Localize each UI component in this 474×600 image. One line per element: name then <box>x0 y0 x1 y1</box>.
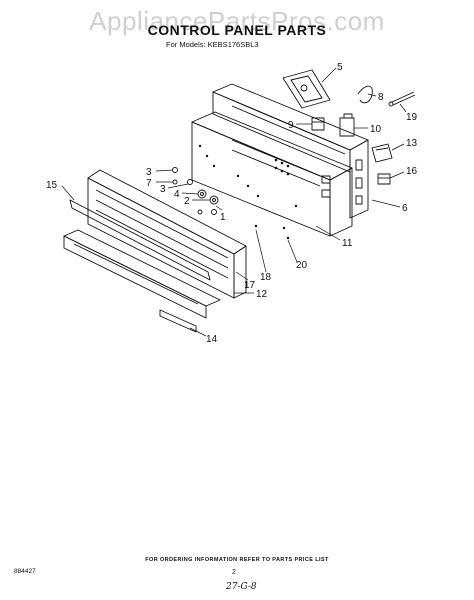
callout-11: 11 <box>342 238 353 249</box>
part-5-bracket <box>282 69 331 109</box>
callout-12: 12 <box>256 289 268 300</box>
callout-15: 15 <box>46 180 58 191</box>
callout-19: 19 <box>406 112 418 123</box>
front-trim-panel <box>87 169 247 299</box>
watermark: AppliancePartsPros.com <box>89 6 385 36</box>
part-13-component <box>371 143 393 163</box>
callout-labels: 5 8 19 9 10 13 16 6 3 7 3 4 2 1 15 11 20… <box>46 62 418 345</box>
callout-14: 14 <box>206 334 218 345</box>
callout-17: 17 <box>244 280 256 291</box>
callout-20: 20 <box>296 260 308 271</box>
callout-6: 6 <box>402 203 408 214</box>
callout-10: 10 <box>370 124 382 135</box>
callout-1: 1 <box>220 212 226 223</box>
part-19-pin <box>388 91 416 107</box>
document-code: 884427 <box>14 568 36 575</box>
part-15-trim-strip <box>69 199 211 281</box>
model-subtitle: For Models: KEBS176SBL3 <box>166 40 259 49</box>
ordering-note: FOR ORDERING INFORMATION REFER TO PARTS … <box>145 557 329 563</box>
part-8-wire <box>357 85 373 104</box>
callout-3-upper: 3 <box>146 167 152 178</box>
leader-lines <box>61 67 407 337</box>
callout-16: 16 <box>406 166 418 177</box>
handwritten-note: 27-G-8 <box>226 582 257 592</box>
callout-2: 2 <box>184 196 190 207</box>
callout-5: 5 <box>337 62 343 73</box>
console-housing <box>212 83 369 219</box>
page-title: CONTROL PANEL PARTS <box>147 22 327 38</box>
callout-13: 13 <box>406 138 418 149</box>
knob-hardware <box>172 144 298 240</box>
part-16-component <box>377 173 391 185</box>
part-10-switch <box>339 113 355 137</box>
callout-4: 4 <box>174 189 180 200</box>
control-panel-body <box>191 111 353 237</box>
callout-8: 8 <box>378 92 384 103</box>
callout-9: 9 <box>288 120 294 131</box>
part-14-bottom-strip <box>159 309 197 333</box>
part-12-lower-panel <box>63 229 221 319</box>
callout-7: 7 <box>146 178 152 189</box>
callout-18: 18 <box>260 272 272 283</box>
callout-3-lower: 3 <box>160 184 166 195</box>
page-number: 2 <box>232 569 236 576</box>
